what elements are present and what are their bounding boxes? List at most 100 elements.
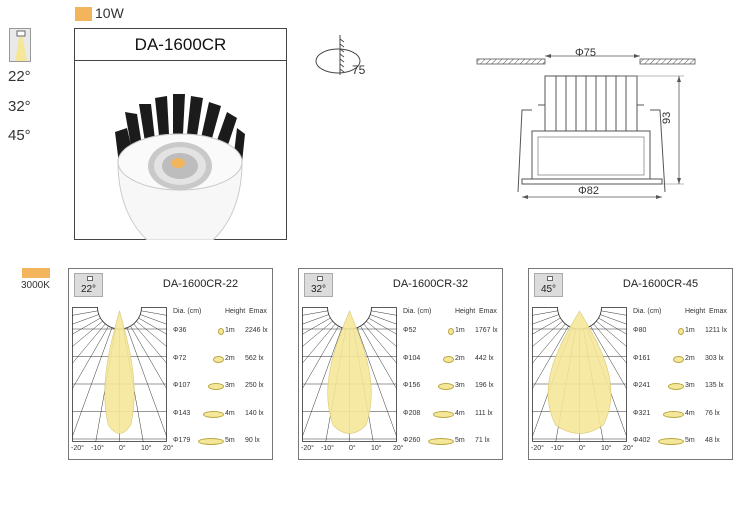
x-tick: 10°: [141, 445, 152, 452]
spot-marker: [663, 410, 684, 418]
radial-line: [72, 307, 120, 316]
spot-marker: [433, 410, 454, 418]
row-diameter: Φ161: [633, 354, 651, 362]
x-tick: 20°: [623, 445, 634, 452]
card-title: DA-1600CR-22: [162, 278, 239, 290]
row-lux: 303 lx: [705, 354, 724, 362]
radial-line: [532, 307, 580, 390]
row-lux: 48 lx: [705, 437, 720, 444]
radial-line: [579, 307, 627, 364]
cct-label: 3000K: [21, 280, 50, 291]
row-diameter: Φ52: [403, 327, 417, 334]
row-diameter: Φ72: [173, 354, 187, 362]
row-height: 4m: [455, 409, 465, 417]
radial-line: [349, 307, 397, 335]
radial-line: [579, 307, 627, 390]
downlight-photo: [115, 94, 245, 240]
beam-diagram: [532, 307, 627, 442]
row-height: 5m: [225, 437, 235, 444]
row-height: 4m: [685, 409, 695, 417]
beam-angle-icon: [9, 28, 31, 62]
radial-line: [302, 307, 350, 364]
radial-line: [349, 307, 397, 439]
cutout-diameter-label: Φ75: [575, 47, 597, 59]
beam-angle-icon: 22°: [74, 273, 103, 297]
power-label: 10W: [95, 5, 124, 21]
radial-line: [302, 307, 350, 390]
spot-marker: [218, 328, 224, 335]
spot-marker: [448, 328, 454, 335]
row-diameter: Φ402: [633, 437, 651, 444]
row-lux: 71 lx: [475, 437, 490, 444]
x-tick: 0°: [579, 445, 586, 452]
row-diameter: Φ179: [173, 437, 191, 444]
product-title: DA-1600CR: [75, 29, 286, 61]
photometric-card-32: 32° DA-1600CR-32 Dia. (cm) Height Emax Φ…: [298, 268, 503, 460]
radial-line: [119, 307, 167, 348]
row-diameter: Φ321: [633, 409, 651, 417]
power-color-swatch: [75, 7, 92, 21]
row-diameter: Φ107: [173, 382, 191, 389]
radial-line: [349, 307, 397, 390]
radial-line: [532, 307, 580, 348]
row-lux: 111 lx: [475, 409, 493, 417]
x-tick: 20°: [393, 445, 404, 452]
x-tick: -20°: [301, 445, 314, 452]
row-height: 3m: [225, 382, 235, 389]
x-tick: 10°: [601, 445, 612, 452]
row-lux: 1211 lx: [705, 327, 728, 334]
row-height: 3m: [455, 382, 465, 389]
beam-angle-45: 45°: [8, 127, 31, 144]
row-diameter: Φ241: [633, 382, 651, 389]
radial-line: [579, 307, 627, 316]
dimension-drawing: [476, 54, 696, 199]
radial-line: [119, 307, 167, 316]
spot-marker: [668, 383, 684, 390]
radial-line: [349, 307, 397, 325]
row-height: 2m: [225, 354, 235, 362]
card-title: DA-1600CR-32: [392, 278, 469, 290]
row-height: 2m: [685, 354, 695, 362]
emax-header: Emax: [479, 308, 497, 315]
row-diameter: Φ143: [173, 409, 191, 417]
radial-line: [119, 307, 167, 335]
row-height: 1m: [685, 327, 695, 334]
radial-line: [119, 307, 167, 390]
card-title: DA-1600CR-45: [622, 278, 699, 290]
beam-shape: [104, 309, 135, 434]
cutout-value: 75: [352, 63, 366, 77]
beam-angle-icon: 45°: [534, 273, 563, 297]
radial-line: [302, 307, 350, 335]
radial-line: [349, 307, 397, 316]
emax-header: Emax: [709, 308, 727, 315]
spot-marker: [198, 438, 224, 445]
radial-line: [72, 307, 120, 335]
spot-marker: [678, 328, 684, 335]
radial-line: [72, 307, 120, 390]
beam-shape: [547, 310, 612, 434]
row-diameter: Φ260: [403, 437, 421, 444]
height-label: 93: [661, 111, 673, 124]
beam-diagram: [72, 307, 167, 442]
spot-marker: [208, 383, 224, 390]
radial-line: [349, 307, 397, 364]
radial-line: [579, 307, 627, 325]
spot-marker: [203, 410, 224, 418]
beam-angle-32: 32°: [8, 98, 31, 115]
row-height: 5m: [455, 437, 465, 444]
card-angle-label: 32°: [310, 284, 327, 295]
x-tick: -10°: [321, 445, 334, 452]
row-height: 5m: [685, 437, 695, 444]
radial-line: [72, 307, 120, 325]
row-diameter: Φ36: [173, 327, 187, 334]
row-lux: 2246 lx: [245, 327, 268, 334]
radial-line: [302, 307, 350, 348]
row-lux: 90 lx: [245, 437, 260, 444]
radial-line: [302, 307, 350, 316]
row-diameter: Φ80: [633, 327, 647, 334]
card-angle-label: 45°: [540, 284, 557, 295]
beam-diagram: [302, 307, 397, 442]
cct-color-swatch: [22, 268, 50, 278]
radial-line: [72, 307, 120, 348]
cutout-icon: [315, 35, 361, 75]
